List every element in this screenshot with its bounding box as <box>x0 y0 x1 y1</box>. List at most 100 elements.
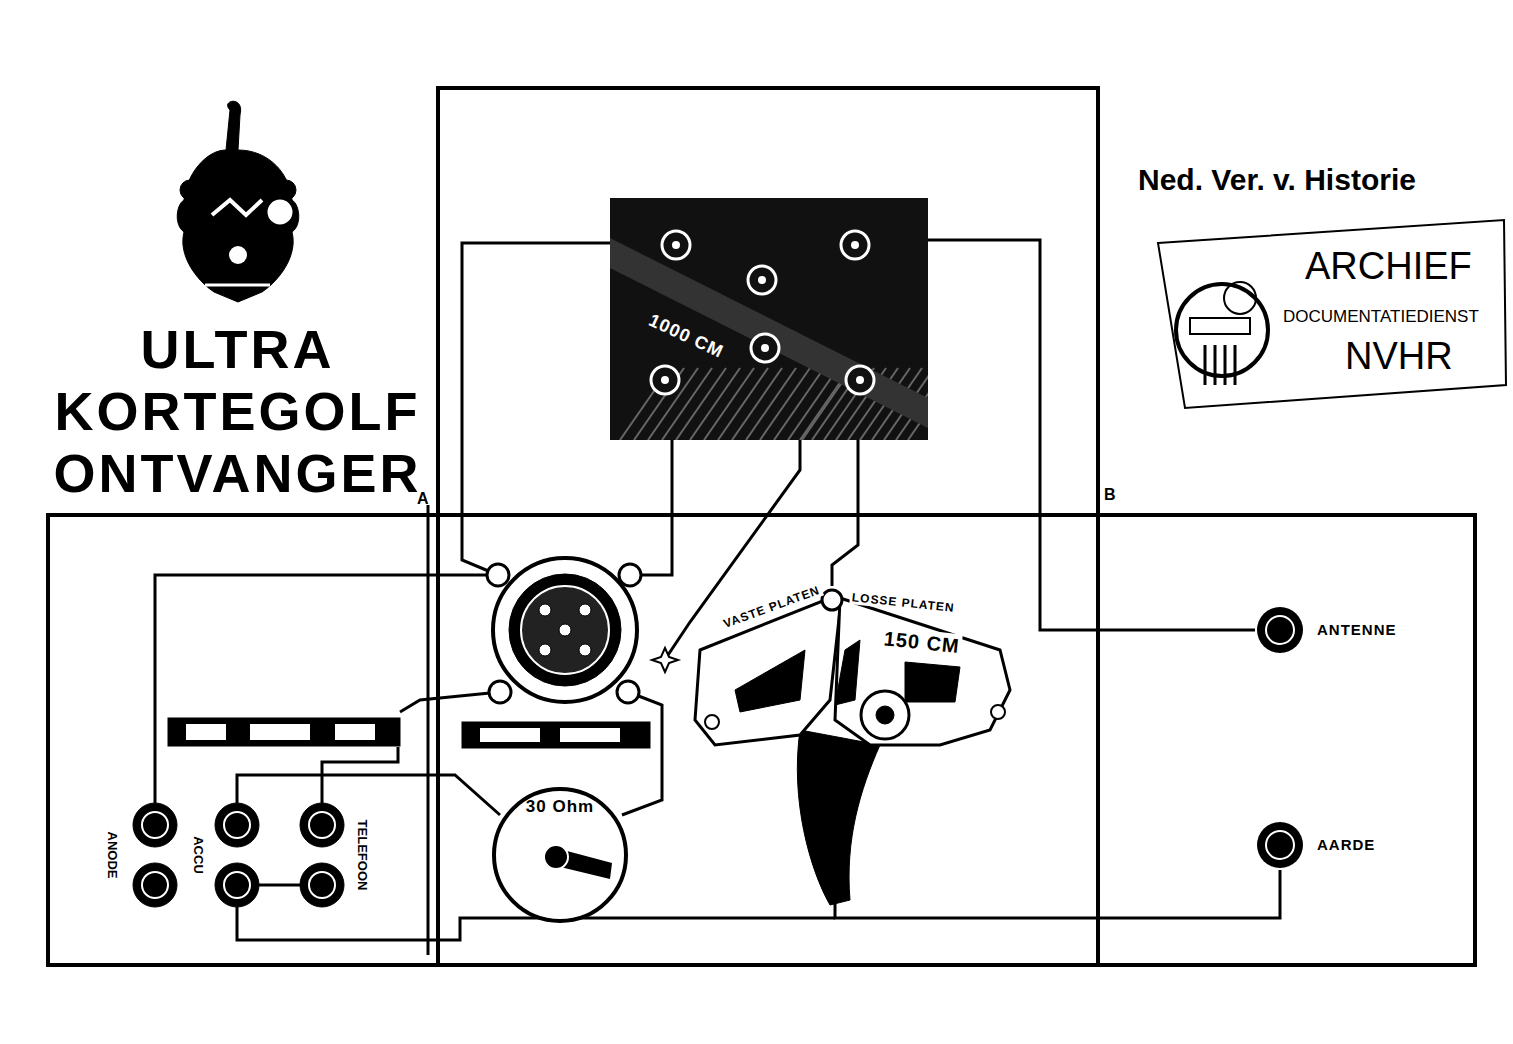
baseboard <box>48 515 1475 965</box>
terminal-posts-part <box>224 872 250 898</box>
emblem-part <box>212 200 262 215</box>
archive-stamp-part <box>1176 284 1268 376</box>
tube-socket-part <box>509 574 621 686</box>
terminal-post <box>1266 831 1294 859</box>
tube-socket-part <box>539 644 551 656</box>
label: DOCUMENTATIEDIENST <box>1283 307 1479 327</box>
node-text: LOSSE PLATEN <box>849 590 957 615</box>
hatching <box>718 368 768 440</box>
hatching <box>774 368 824 440</box>
variable-condenser-part <box>861 691 909 739</box>
tube-socket-part <box>559 624 571 636</box>
terminal-posts-part <box>215 863 259 907</box>
label: ACCU <box>191 836 206 874</box>
tube-socket-part <box>521 586 609 674</box>
resistor-strip-part <box>335 724 375 740</box>
variable-condenser-part <box>835 598 1010 745</box>
coil-pin <box>672 241 680 249</box>
label: ANODE <box>105 832 120 879</box>
hatching <box>746 368 796 440</box>
variable-condenser-part <box>705 715 719 729</box>
node-text: ANTENNE <box>1317 605 1397 655</box>
tube-socket-part <box>617 681 639 703</box>
variable-condenser <box>652 590 1010 905</box>
terminal-posts-part <box>309 812 335 838</box>
archive-stamp <box>1158 220 1506 408</box>
tube-socket <box>487 558 641 703</box>
coil-pin <box>661 376 669 384</box>
coil-pin <box>841 231 869 259</box>
rheostat-knob <box>544 845 568 869</box>
variable-condenser-part <box>797 730 880 905</box>
terminal: ANTENNE <box>1255 605 1403 655</box>
terminal-posts-part <box>133 863 177 907</box>
terminal-posts-part <box>300 803 344 847</box>
tube-socket-part <box>493 558 637 702</box>
archive-stamp-part <box>1224 282 1256 314</box>
terminal-posts-part <box>142 872 168 898</box>
resistor-strip-part <box>480 728 540 742</box>
wire-part <box>622 695 662 815</box>
wire-part <box>462 243 610 575</box>
label: Ned. Ver. v. Historie <box>1138 163 1416 198</box>
wire-part <box>400 692 500 712</box>
terminal-post <box>1257 822 1303 868</box>
terminal: AARDE <box>1255 820 1382 870</box>
terminal-posts-part <box>300 863 344 907</box>
title: ULTRA KORTEGOLF ONTVANGER <box>40 318 435 504</box>
tube-socket-part <box>487 564 509 586</box>
wire-part <box>322 747 398 803</box>
terminal-posts-part <box>133 803 177 847</box>
terminal-art <box>1255 820 1305 870</box>
rheostat-dial <box>494 789 626 921</box>
emblem-part <box>229 246 247 264</box>
variable-condenser-part <box>835 640 860 705</box>
condenser: VASTE PLATENLOSSE PLATEN150 CM <box>690 586 1020 751</box>
terminal-posts-part <box>309 872 335 898</box>
resistor-strip-part <box>168 718 400 746</box>
front-panel <box>428 88 1098 965</box>
variable-condenser-part <box>905 662 960 702</box>
wire-part <box>638 440 672 575</box>
wire-part <box>155 575 490 803</box>
wire-connector <box>928 240 1255 630</box>
variable-condenser-part <box>991 705 1005 719</box>
rheostat: 30 Ohm <box>490 785 630 925</box>
resistor-strip-part <box>560 728 620 742</box>
label: NVHR <box>1345 335 1453 379</box>
coil-box: 1000 CM <box>610 198 928 440</box>
hatching <box>620 368 670 440</box>
coil-pin <box>751 334 779 362</box>
label: ARCHIEF <box>1305 245 1472 289</box>
hatching <box>676 368 726 440</box>
resistor-strip-part <box>250 724 310 740</box>
resistor-strip-part <box>462 722 650 748</box>
hatching <box>690 368 740 440</box>
variable-condenser-part <box>822 590 842 610</box>
emblem-part <box>180 180 200 200</box>
tube-socket-part <box>579 644 591 656</box>
terminal-posts-part <box>142 812 168 838</box>
emblem <box>177 101 299 302</box>
tube-socket-part <box>489 681 511 703</box>
label: A <box>417 490 429 508</box>
variable-condenser-part <box>735 650 805 712</box>
front-panel-part <box>427 505 430 955</box>
node-text: 150 CM <box>881 626 963 658</box>
node-text: AARDE <box>1317 820 1375 870</box>
label: B <box>1104 486 1116 504</box>
coil-band <box>610 238 928 428</box>
variable-condenser-part <box>652 648 678 672</box>
coil-pin <box>662 231 690 259</box>
coil-pin <box>748 266 776 294</box>
archive-stamp-part <box>1190 318 1250 334</box>
archive-stamp-part <box>1158 220 1506 408</box>
node-text: 30 Ohm <box>525 797 595 816</box>
hatching <box>760 368 810 440</box>
emblem-part <box>205 284 270 287</box>
terminal-posts-part <box>224 812 250 838</box>
